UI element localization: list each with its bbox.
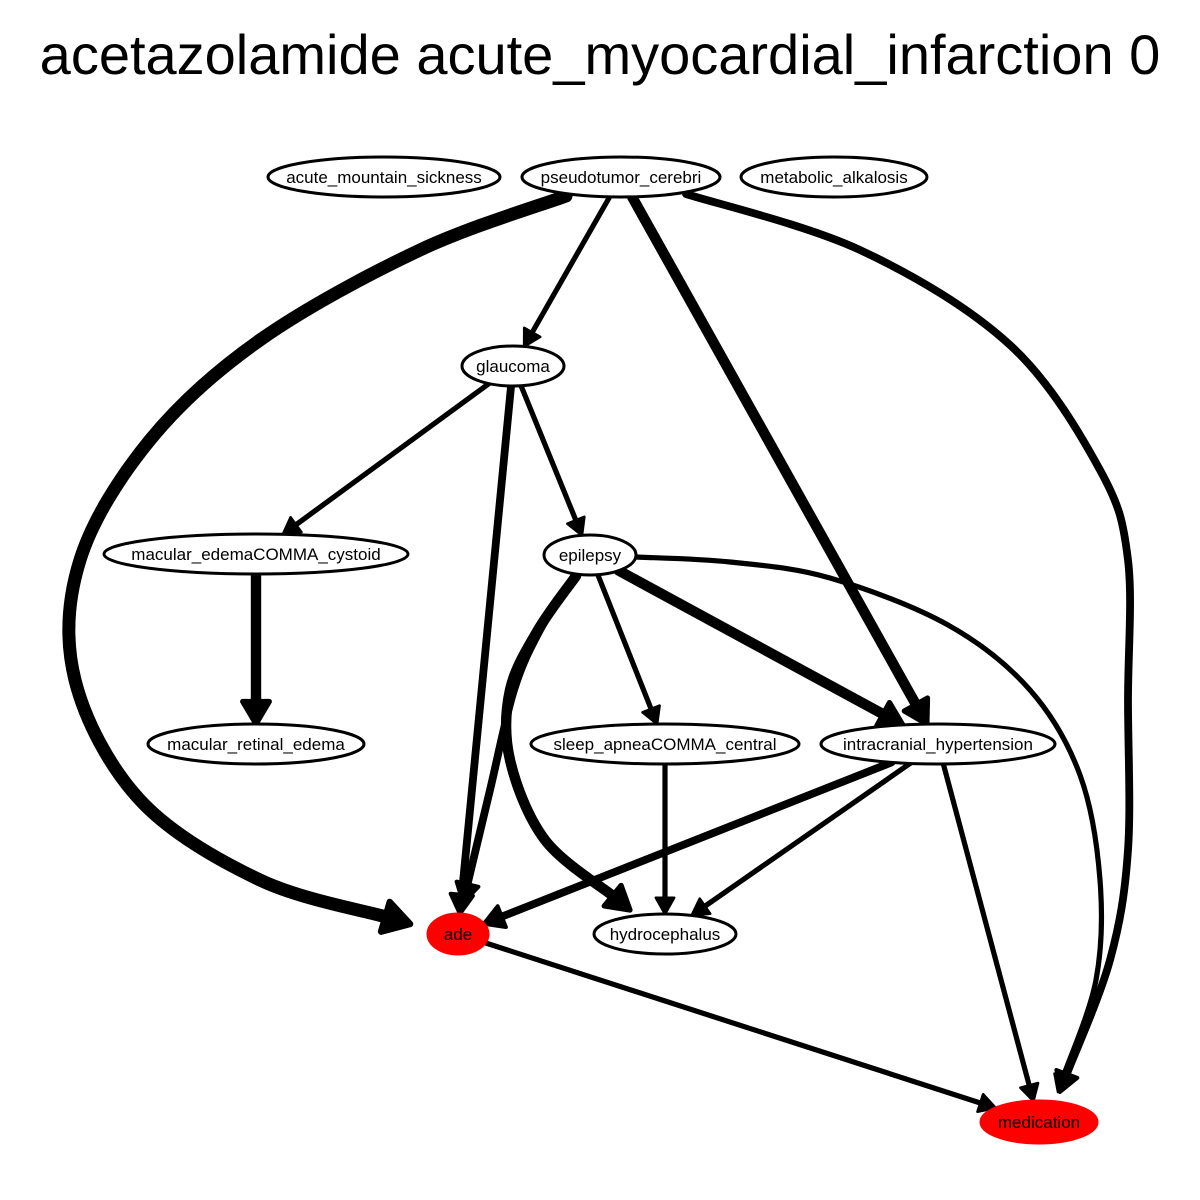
node-acute_mountain_sickness: acute_mountain_sickness	[266, 155, 502, 199]
edge-arrowhead	[654, 896, 676, 916]
node-shape	[542, 533, 638, 577]
edge-line	[633, 554, 1105, 1080]
node-hydrocephalus: hydrocephalus	[592, 912, 738, 956]
edge-line	[702, 760, 913, 909]
node-pseudotumor_cerebri: pseudotumor_cerebri	[520, 155, 722, 199]
edge-arrowhead	[454, 879, 481, 905]
node-medication: medication	[979, 1099, 1099, 1145]
node-label: macular_retinal_edema	[167, 735, 345, 754]
node-label: ade	[444, 925, 472, 944]
edge-line	[482, 940, 983, 1106]
node-label: pseudotumor_cerebri	[541, 168, 702, 187]
node-sleep_apneaCOMMA_central: sleep_apneaCOMMA_central	[529, 722, 801, 766]
node-label: intracranial_hypertension	[843, 735, 1033, 754]
edge-line	[457, 382, 515, 899]
edge-arrowhead	[566, 515, 586, 537]
node-label: acute_mountain_sickness	[286, 168, 482, 187]
graph-title: acetazolamide acute_myocardial_infarctio…	[39, 23, 1161, 86]
edge-line	[463, 571, 579, 889]
edge-pseudotumor_cerebri-to-ade	[62, 189, 573, 935]
node-metabolic_alkalosis: metabolic_alkalosis	[739, 155, 929, 199]
node-ade: ade	[426, 912, 490, 956]
node-macular_retinal_edema: macular_retinal_edema	[146, 722, 366, 766]
edge-arrowhead	[481, 904, 508, 930]
node-shape	[529, 722, 801, 766]
node-macular_edemaCOMMA_cystoid: macular_edemaCOMMA_cystoid	[102, 532, 410, 576]
node-shape	[819, 722, 1057, 766]
edge-arrowhead	[641, 704, 661, 726]
edge-arrowhead	[874, 699, 906, 729]
edge-intracranial_hypertension-to-ade	[481, 758, 896, 930]
node-shape	[426, 912, 490, 956]
node-label: glaucoma	[476, 357, 550, 376]
edge-line	[497, 758, 896, 921]
node-glaucoma: glaucoma	[460, 344, 566, 388]
node-shape	[979, 1099, 1099, 1145]
edge-line	[940, 761, 1032, 1089]
edge-epilepsy-to-sleep_apneaCOMMA_central	[595, 572, 661, 726]
edge-epilepsy-to-medication	[633, 554, 1105, 1094]
edge-line	[595, 572, 654, 712]
node-label: hydrocephalus	[610, 925, 721, 944]
node-label: macular_edemaCOMMA_cystoid	[131, 545, 380, 564]
edge-arrowhead	[1019, 1081, 1040, 1103]
edge-line	[626, 191, 922, 710]
edge-glaucoma-to-macular_edemaCOMMA_cystoid	[281, 381, 492, 536]
edge-pseudotumor_cerebri-to-intracranial_hypertension	[626, 191, 931, 727]
edges-layer	[62, 189, 1134, 1114]
node-shape	[266, 155, 502, 199]
edge-line	[293, 381, 492, 528]
node-shape	[592, 912, 738, 956]
edge-arrowhead	[690, 897, 712, 917]
node-shape	[520, 155, 722, 199]
edge-arrowhead	[377, 898, 414, 935]
node-shape	[460, 344, 566, 388]
node-shape	[102, 532, 410, 576]
edge-epilepsy-to-hydrocephalus	[500, 570, 633, 913]
edge-line	[62, 189, 573, 924]
node-label: metabolic_alkalosis	[760, 168, 907, 187]
nodes-layer: acute_mountain_sickness pseudotumor_cereb…	[102, 155, 1099, 1145]
node-shape	[146, 722, 366, 766]
edge-line	[500, 570, 618, 901]
edge-arrowhead	[976, 1092, 998, 1114]
edge-ade-to-medication	[482, 940, 998, 1114]
edge-line	[529, 194, 613, 335]
node-label: medication	[998, 1113, 1080, 1132]
edge-pseudotumor_cerebri-to-glaucoma	[522, 194, 613, 348]
edge-epilepsy-to-intracranial_hypertension	[613, 565, 906, 729]
edge-intracranial_hypertension-to-hydrocephalus	[690, 760, 913, 917]
edge-arrowhead	[601, 882, 633, 913]
node-epilepsy: epilepsy	[542, 533, 638, 577]
edge-line	[613, 565, 889, 720]
edge-arrowhead	[1053, 1072, 1074, 1094]
edge-intracranial_hypertension-to-medication	[940, 761, 1040, 1103]
node-intracranial_hypertension: intracranial_hypertension	[819, 722, 1057, 766]
edge-sleep_apneaCOMMA_central-to-hydrocephalus	[654, 761, 676, 916]
edge-line	[682, 190, 1134, 1078]
edge-glaucoma-to-epilepsy	[518, 383, 586, 537]
edge-arrowhead	[901, 695, 931, 727]
node-shape	[739, 155, 929, 199]
node-label: sleep_apneaCOMMA_central	[553, 735, 776, 754]
edge-line	[518, 383, 579, 523]
edge-arrowhead	[240, 698, 272, 727]
node-label: epilepsy	[559, 546, 622, 565]
edge-arrowhead	[522, 326, 542, 348]
edge-macular_edemaCOMMA_cystoid-to-macular_retinal_edema	[240, 568, 272, 727]
